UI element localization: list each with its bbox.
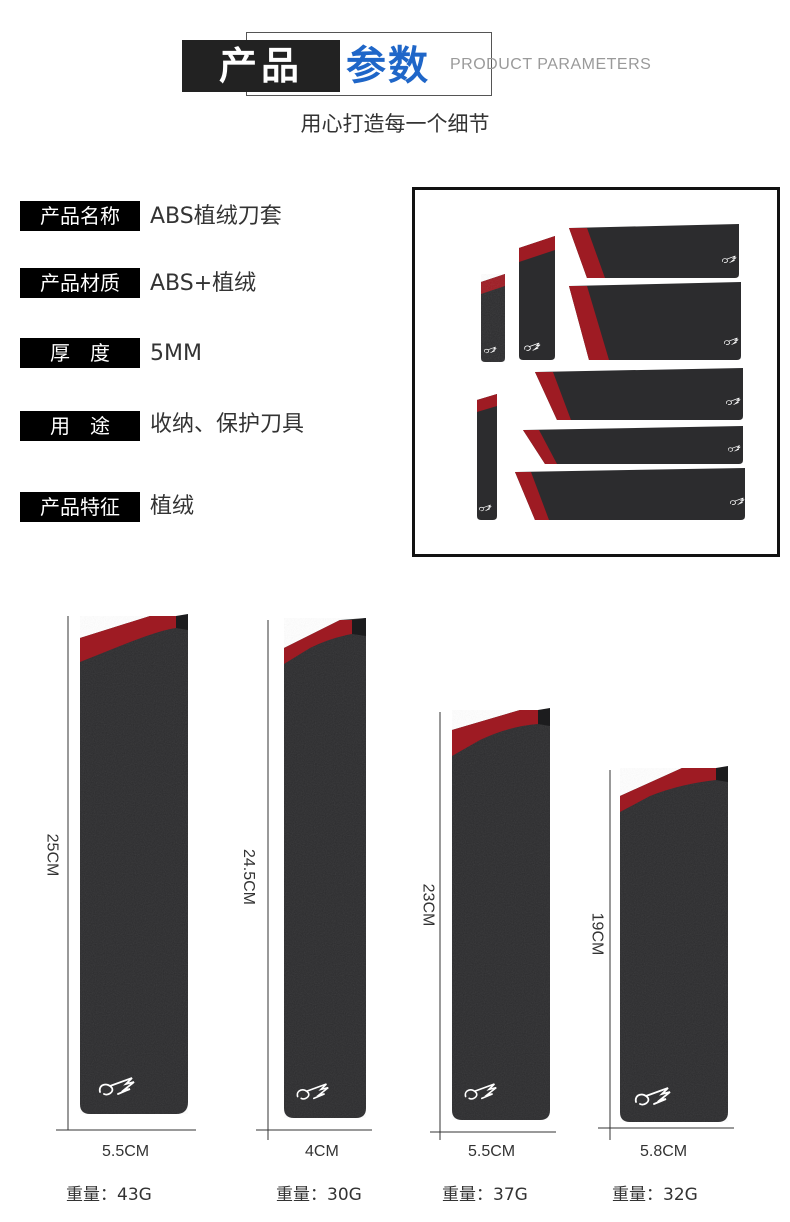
sheath-horizontal-3 [535,368,743,420]
sheath-horizontal-4 [523,426,743,464]
sheath-2-width: 4CM [305,1143,339,1160]
param-value-usage: 收纳、保护刀具 [150,412,305,437]
header-title-english: PRODUCT PARAMETERS [450,56,652,73]
sheath-4-length: 19CM [588,912,606,956]
sheath-1-width: 5.5CM [102,1143,150,1160]
sheath-thin-vertical [477,394,497,520]
param-label-thickness: 厚 度 [20,338,140,368]
sheath-horizontal-5 [515,468,745,520]
sheath-3 [430,708,556,1140]
sheath-horizontal-2 [569,282,741,360]
sheath-3-weight: 重量：37G [442,1185,528,1205]
param-value-name: ABS植绒刀套 [150,204,282,229]
sheath-1-weight: 重量：43G [66,1185,152,1205]
sheath-3-length: 23CM [419,883,437,927]
header-subtitle: 用心打造每一个细节 [300,112,490,136]
sheath-size-diagram [56,614,734,1140]
header-title-blue: 参数 [346,43,430,89]
sheath-1-length: 25CM [43,833,61,877]
param-value-material: ABS+植绒 [150,271,257,296]
sheath-small-vertical-1 [481,274,505,362]
sheath-4 [598,766,734,1140]
param-label-usage: 用 途 [20,411,140,441]
sheath-2-length: 24.5CM [240,848,258,906]
sheath-2 [256,618,372,1140]
param-value-thickness: 5MM [150,341,202,366]
sheath-3-width: 5.5CM [468,1143,516,1160]
param-value-feature: 植绒 [150,494,195,519]
sheath-tall-vertical [519,236,555,360]
sheath-horizontal-1 [569,224,739,278]
sheath-set-photo [477,224,745,520]
sheath-4-weight: 重量：32G [612,1185,698,1205]
header-title-dark: 产品 [182,40,340,92]
param-label-feature: 产品特征 [20,492,140,522]
param-label-material: 产品材质 [20,268,140,298]
product-photo-frame [412,187,780,557]
param-label-name: 产品名称 [20,201,140,231]
sheath-1 [56,614,196,1131]
sheath-2-weight: 重量：30G [276,1185,362,1205]
sheath-4-width: 5.8CM [640,1143,688,1160]
